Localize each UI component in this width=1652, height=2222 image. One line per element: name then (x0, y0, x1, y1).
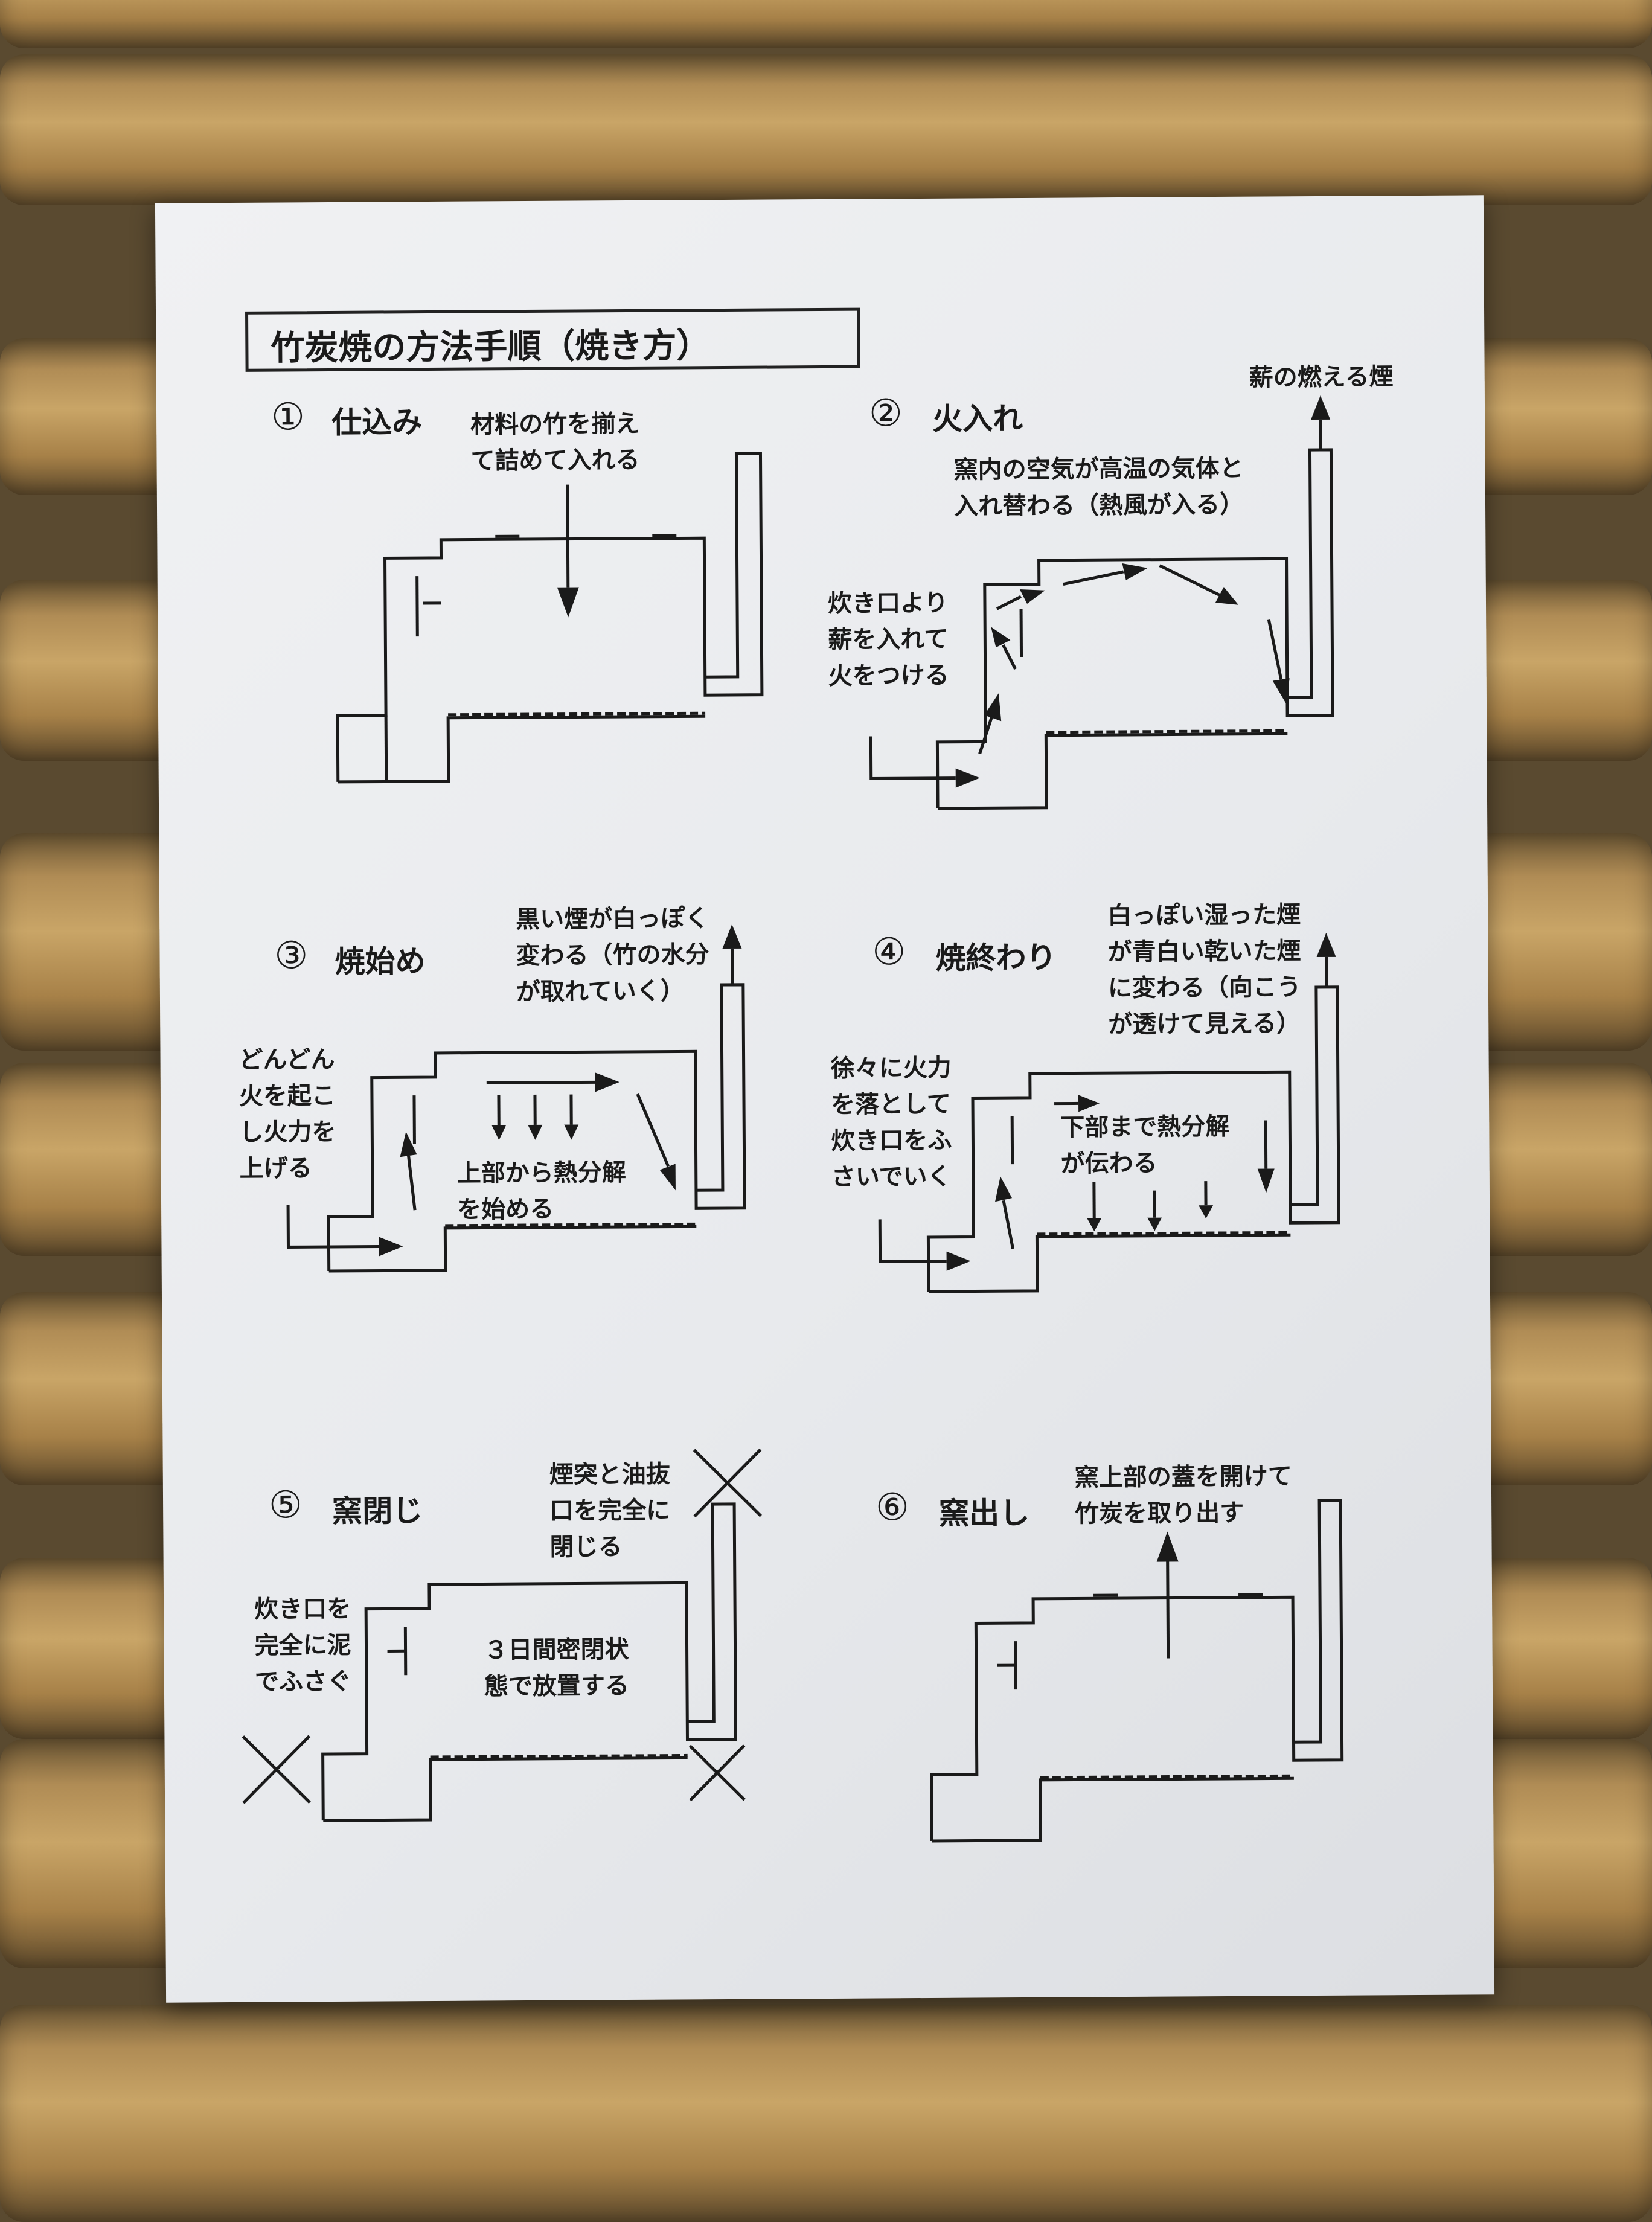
instruction-sheet: 竹炭焼の方法手順（焼き方） ① 仕込み 材料の竹を揃え て詰めて入れる ② 火入… (155, 195, 1494, 2002)
step-6-kiln-diagram (155, 195, 1494, 2002)
